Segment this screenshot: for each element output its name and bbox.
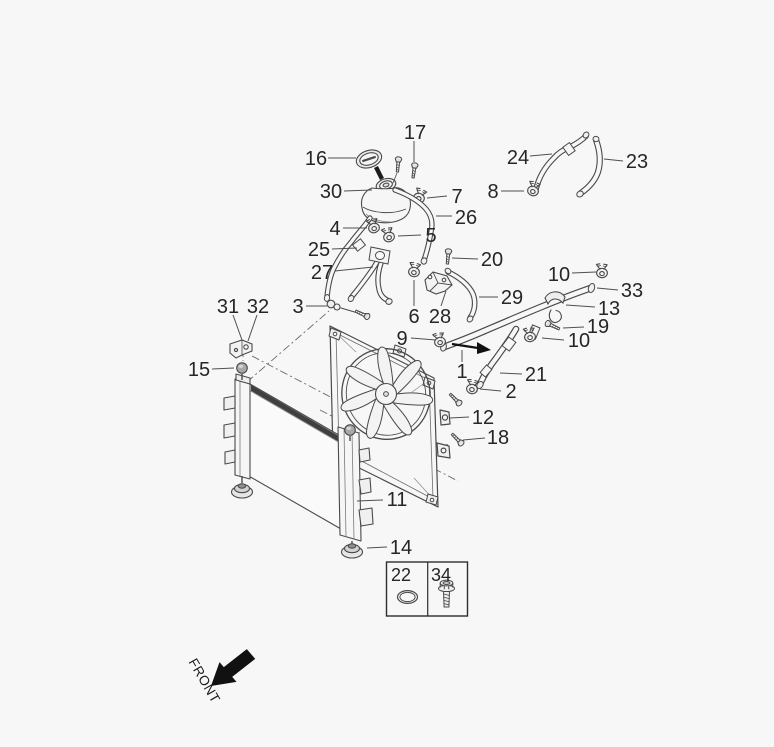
leader-lines (211, 141, 624, 549)
callout-29: 29 (501, 287, 523, 309)
bolt-18-drawing (449, 431, 466, 448)
bolt-20-drawing (443, 248, 453, 265)
callout-30: 30 (320, 181, 342, 203)
callout-32: 32 (247, 296, 269, 318)
mount-foot-left-drawing (230, 483, 254, 499)
callout-4: 4 (329, 218, 340, 240)
bolt-17-drawing (409, 161, 419, 179)
bolt-near-2-drawing (447, 391, 464, 408)
callout-12: 12 (472, 407, 494, 429)
part-1-pointer-arrow (451, 342, 491, 354)
callout-17: 17 (404, 122, 426, 144)
reservoir-hoses-drawing (229, 187, 453, 359)
callout-6: 6 (408, 306, 419, 328)
bolt-near-clip-drawing (353, 307, 372, 321)
callout-10-upper: 10 (548, 264, 570, 286)
callout-19: 19 (587, 316, 609, 338)
callout-16: 16 (305, 148, 327, 170)
bracket-12-drawing (436, 409, 451, 459)
callout-33: 33 (621, 280, 643, 302)
bolt-34-drawing (438, 579, 455, 608)
callout-34: 34 (431, 565, 451, 585)
callout-2: 2 (505, 381, 516, 403)
radiator-drawing (223, 362, 374, 559)
callout-15: 15 (188, 359, 210, 381)
grommet-15-drawing (236, 362, 248, 374)
callout-18: 18 (487, 427, 509, 449)
callout-labels: 16 17 30 7 26 4 5 25 27 20 24 8 23 10 33… (188, 122, 648, 585)
clamp-10-upper-drawing (595, 263, 608, 279)
pipe-bracket-13-drawing (544, 291, 566, 324)
reservoir-tank-drawing (355, 149, 428, 224)
coolant-pipe-assembly-drawing (432, 263, 608, 395)
callout-28: 28 (429, 306, 451, 328)
mount-foot-14-drawing (340, 543, 364, 559)
callout-8: 8 (487, 181, 498, 203)
callout-5: 5 (425, 225, 436, 247)
front-direction-arrow (211, 649, 256, 686)
callout-7: 7 (451, 186, 462, 208)
clamp-6-drawing (407, 261, 422, 279)
clamp-2-drawing (465, 378, 480, 395)
callout-23: 23 (626, 151, 648, 173)
callout-26: 26 (455, 207, 477, 229)
callout-11: 11 (387, 489, 408, 511)
clamp-5-drawing (380, 226, 396, 244)
bracket-28-drawing (424, 271, 453, 295)
callout-14: 14 (390, 537, 412, 559)
callout-10-lower: 10 (568, 330, 590, 352)
callout-1: 1 (456, 361, 467, 383)
grommet-upper-right-drawing (344, 424, 356, 436)
callout-21: 21 (525, 364, 547, 386)
heater-hoses-drawing (525, 131, 603, 198)
callout-31: 31 (217, 296, 239, 318)
callout-20: 20 (481, 249, 503, 271)
cooling-fan-drawing (340, 346, 434, 440)
callout-3: 3 (292, 296, 303, 318)
callout-25: 25 (308, 239, 330, 261)
reservoir-cap-16-drawing (355, 149, 383, 169)
callout-13: 13 (598, 298, 620, 320)
bolt-upper-drawing (393, 156, 403, 173)
callout-22: 22 (391, 565, 411, 585)
callout-24: 24 (507, 147, 529, 169)
callout-27: 27 (311, 262, 333, 284)
bracket-31-32-drawing (229, 339, 253, 359)
callout-9: 9 (396, 328, 407, 350)
clip-3-drawing (326, 299, 359, 314)
inset-parts-box (385, 561, 469, 617)
o-ring-22-drawing (396, 589, 419, 604)
